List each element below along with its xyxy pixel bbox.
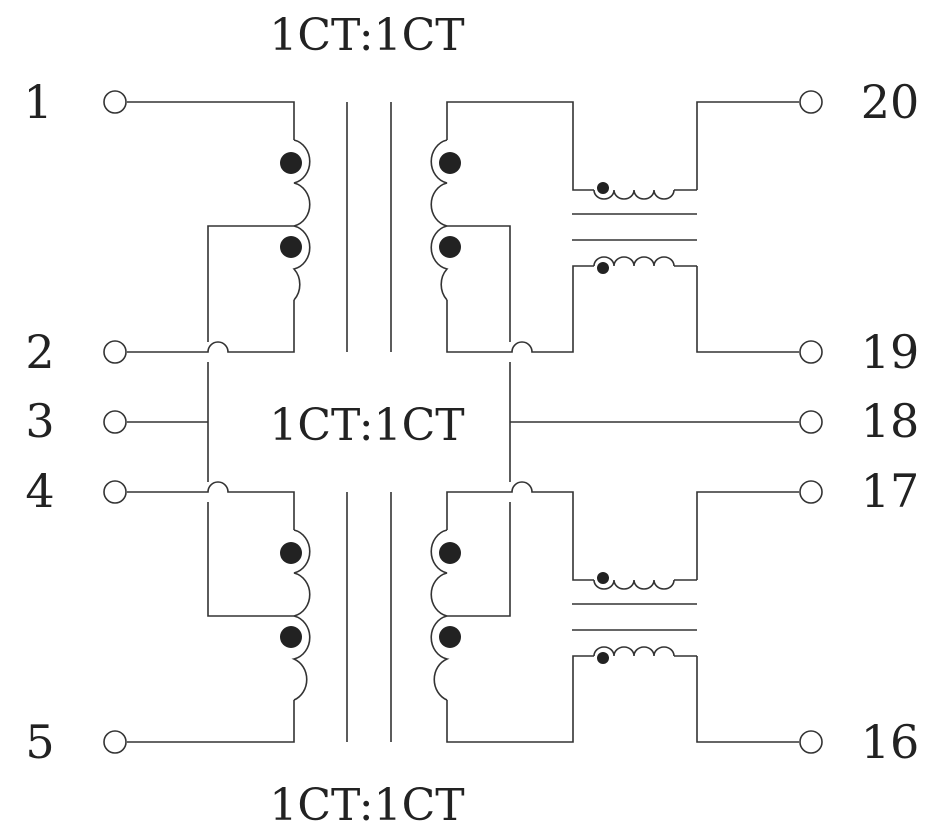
left-terminals bbox=[103, 90, 127, 754]
pin-18-terminal bbox=[799, 410, 823, 434]
pin-1-label: 1 bbox=[23, 75, 52, 129]
lower-transformer bbox=[280, 492, 461, 742]
pin-5-label: 5 bbox=[25, 715, 54, 769]
pin-4-terminal bbox=[103, 480, 127, 504]
polarity-dot bbox=[280, 152, 302, 174]
pin-16-terminal bbox=[799, 730, 823, 754]
pin-2-terminal bbox=[103, 340, 127, 364]
right-wiring bbox=[446, 101, 799, 743]
right-terminals bbox=[799, 90, 823, 754]
pin-3-terminal bbox=[103, 410, 127, 434]
pin-19-terminal bbox=[799, 340, 823, 364]
polarity-dot bbox=[280, 626, 302, 648]
pin-1-terminal bbox=[103, 90, 127, 114]
pin-17-label: 17 bbox=[861, 464, 920, 518]
pin-3-label: 3 bbox=[25, 394, 54, 448]
pin-2-label: 2 bbox=[25, 325, 54, 379]
polarity-dot bbox=[439, 236, 461, 258]
pin-19-label: 19 bbox=[861, 325, 920, 379]
pin-4-label: 4 bbox=[25, 464, 54, 518]
middle-ratio-label: 1CT:1CT bbox=[269, 400, 464, 451]
upper-transformer bbox=[280, 102, 461, 352]
pin-16-label: 16 bbox=[861, 715, 920, 769]
pin-17-terminal bbox=[799, 480, 823, 504]
left-wiring bbox=[127, 101, 295, 743]
polarity-dot bbox=[597, 652, 609, 664]
polarity-dot bbox=[597, 572, 609, 584]
polarity-dot bbox=[597, 262, 609, 274]
pin-5-terminal bbox=[103, 730, 127, 754]
polarity-dot bbox=[439, 152, 461, 174]
polarity-dot bbox=[439, 542, 461, 564]
polarity-dot bbox=[597, 182, 609, 194]
polarity-dot bbox=[439, 626, 461, 648]
pin-20-label: 20 bbox=[861, 75, 920, 129]
polarity-dot bbox=[280, 542, 302, 564]
pin-20-terminal bbox=[799, 90, 823, 114]
bottom-ratio-label: 1CT:1CT bbox=[269, 780, 464, 831]
top-ratio-label: 1CT:1CT bbox=[269, 10, 464, 61]
pin-18-label: 18 bbox=[861, 394, 920, 448]
polarity-dot bbox=[280, 236, 302, 258]
